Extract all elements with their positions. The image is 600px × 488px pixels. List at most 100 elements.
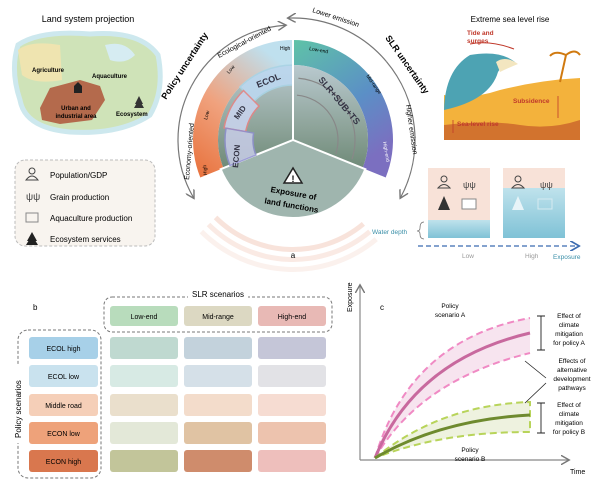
ecol-high-label: High (280, 46, 291, 52)
tide-label-2: surges (467, 38, 489, 45)
policy-row-3 (29, 394, 98, 416)
legend-population: Population/GDP (50, 171, 107, 180)
band-a-lower (374, 352, 531, 459)
effect-line: Effects of (559, 358, 586, 365)
slr-ring (293, 40, 393, 178)
effect-line: development (553, 376, 590, 383)
sea-level-rise-label: Sea-level rise (457, 121, 499, 128)
legend-ecosystem: Ecosystem services (50, 235, 121, 244)
tree-icon (134, 96, 144, 108)
legend-grain: Grain production (50, 193, 109, 202)
policy-row-4 (29, 422, 98, 444)
legend: Population/GDP ψψ Grain production Aquac… (24, 167, 132, 245)
map-ecosystem: Ecosystem (116, 112, 148, 118)
scenario-cell (258, 422, 326, 444)
policy-row-1 (29, 337, 98, 359)
policy-scenarios-group (17, 329, 102, 479)
slr-title-bg (188, 290, 248, 302)
fade-arc (213, 215, 365, 252)
slr-column-high-end (258, 306, 326, 326)
slr-inner-arc (298, 77, 356, 160)
effect-line: pathways (558, 385, 586, 392)
slr-inner-arc (296, 94, 339, 155)
policy-row-label: ECON low (47, 431, 81, 438)
slr-column-label: Low-end (131, 314, 158, 321)
c-ylabel: Exposure (347, 282, 354, 312)
slr-scenarios-title: SLR scenarios (192, 290, 244, 299)
slr-low-end-label: Low-end (309, 46, 329, 55)
effect-line: Effect of (557, 313, 581, 320)
sea-level-illustration: Tide and surges Subsidence Sea-level ris… (444, 30, 581, 140)
scenario-b-1: Policy (461, 447, 479, 454)
water-depth-brace (416, 221, 425, 240)
ecol-low-label: Low (226, 64, 237, 75)
scenario-a-1: Policy (441, 303, 459, 310)
effect-line: Effect of (557, 402, 581, 409)
scenario-cell (110, 337, 178, 359)
scenario-cell (184, 450, 252, 472)
effect-line: for policy A (553, 340, 585, 347)
bracket-b (537, 402, 545, 434)
legend-aquaculture: Aquaculture production (50, 214, 132, 223)
policy-arrow-down (177, 85, 193, 197)
effect-line: mitigation (555, 420, 583, 427)
slr-arrow-down (385, 61, 416, 198)
exposure-axis-label: Exposure (553, 254, 581, 261)
factory-icon (74, 82, 82, 93)
svg-text:ψψ: ψψ (540, 180, 553, 190)
map-aquaculture: Aquaculture (92, 74, 128, 80)
scenario-wheel (177, 18, 416, 272)
palm-icon (549, 50, 581, 83)
slr-arrow-up (289, 18, 387, 62)
policy-uncertainty-label: Policy uncertainty (159, 31, 210, 101)
line-policy-a (373, 331, 531, 459)
scenario-cell (110, 422, 178, 444)
panel-a-label: a (291, 251, 296, 260)
exposure-icons-high: ψψ (503, 168, 565, 238)
scenario-cell (110, 394, 178, 416)
scenario-cell (110, 450, 178, 472)
map-urban: Urban and (61, 106, 91, 112)
exposure-high-label: High (525, 253, 539, 260)
aquaculture-icon (25, 212, 39, 223)
line-policy-b (374, 413, 531, 460)
exposure-low-label: Low (462, 253, 474, 260)
policy-row-label: ECON high (46, 459, 82, 466)
scenario-cell (184, 422, 252, 444)
econ-label: ECON (231, 144, 242, 168)
slr-column-low-end (110, 306, 178, 326)
fade-arc (206, 222, 372, 262)
grain-icon: ψψ (26, 192, 40, 203)
scenario-cell (258, 365, 326, 387)
scenario-cell (258, 337, 326, 359)
slr-column-mid-range (184, 306, 252, 326)
policy-ring (193, 40, 293, 178)
effect-line: for policy B (553, 429, 585, 436)
slr-high-end-label: High-end (381, 141, 390, 162)
band-b (375, 402, 530, 458)
policy-row-label: Middle road (45, 403, 82, 410)
policy-row-label: ECOL high (47, 346, 81, 353)
effect-line: climate (559, 322, 580, 329)
c-xlabel: Time (570, 469, 585, 476)
band-b-outline (374, 400, 531, 459)
map-industrial: industrial area (55, 114, 97, 120)
policy-row-2 (29, 365, 98, 387)
effect-line: alternative (557, 367, 587, 374)
band-a (375, 318, 530, 458)
warning-icon (282, 166, 304, 184)
tide-label-1: Tide and (467, 30, 494, 37)
scenario-cell (110, 365, 178, 387)
pointer-lines (524, 360, 547, 404)
population-icon (28, 167, 36, 175)
scenario-cell (258, 450, 326, 472)
policy-row-5 (29, 450, 98, 472)
policy-row-label: ECOL low (48, 374, 80, 381)
land-title: Land system projection (42, 14, 135, 24)
econ-high-label: High (202, 164, 209, 175)
slr-uncertainty-label: SLR uncertainty (383, 33, 431, 95)
